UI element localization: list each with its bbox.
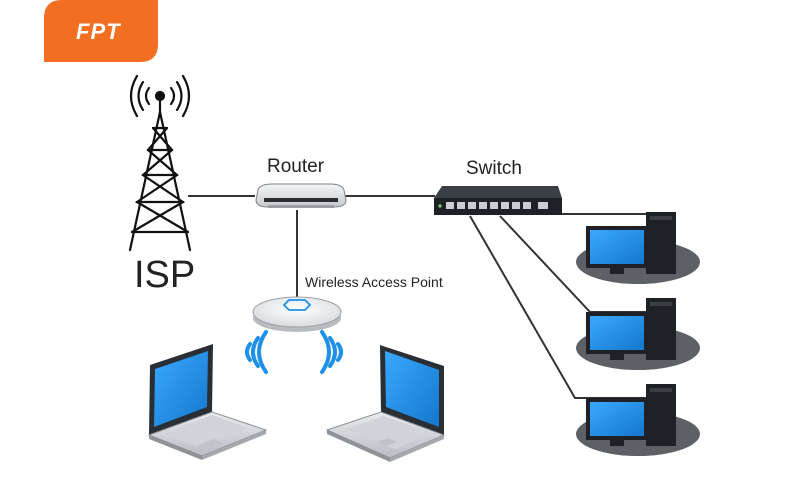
switch-label: Switch — [466, 158, 522, 179]
isp-label: ISP — [134, 254, 196, 296]
laptop-icon — [147, 344, 268, 460]
router-label: Router — [267, 156, 325, 177]
access-point-label: Wireless Access Point — [305, 274, 443, 290]
brand-logo — [44, 0, 158, 62]
wifi-signal-icon — [245, 330, 343, 374]
desktop-computer-icon — [576, 384, 700, 456]
brand-logo-text: FPT — [76, 19, 121, 44]
laptop-icon — [325, 345, 446, 462]
desktop-computer-icon — [576, 212, 700, 284]
access-point-icon — [252, 296, 342, 332]
desktop-computer-icon — [576, 298, 700, 370]
switch-icon — [434, 186, 562, 215]
router-icon — [255, 183, 347, 208]
antenna-tower-icon — [128, 74, 192, 252]
